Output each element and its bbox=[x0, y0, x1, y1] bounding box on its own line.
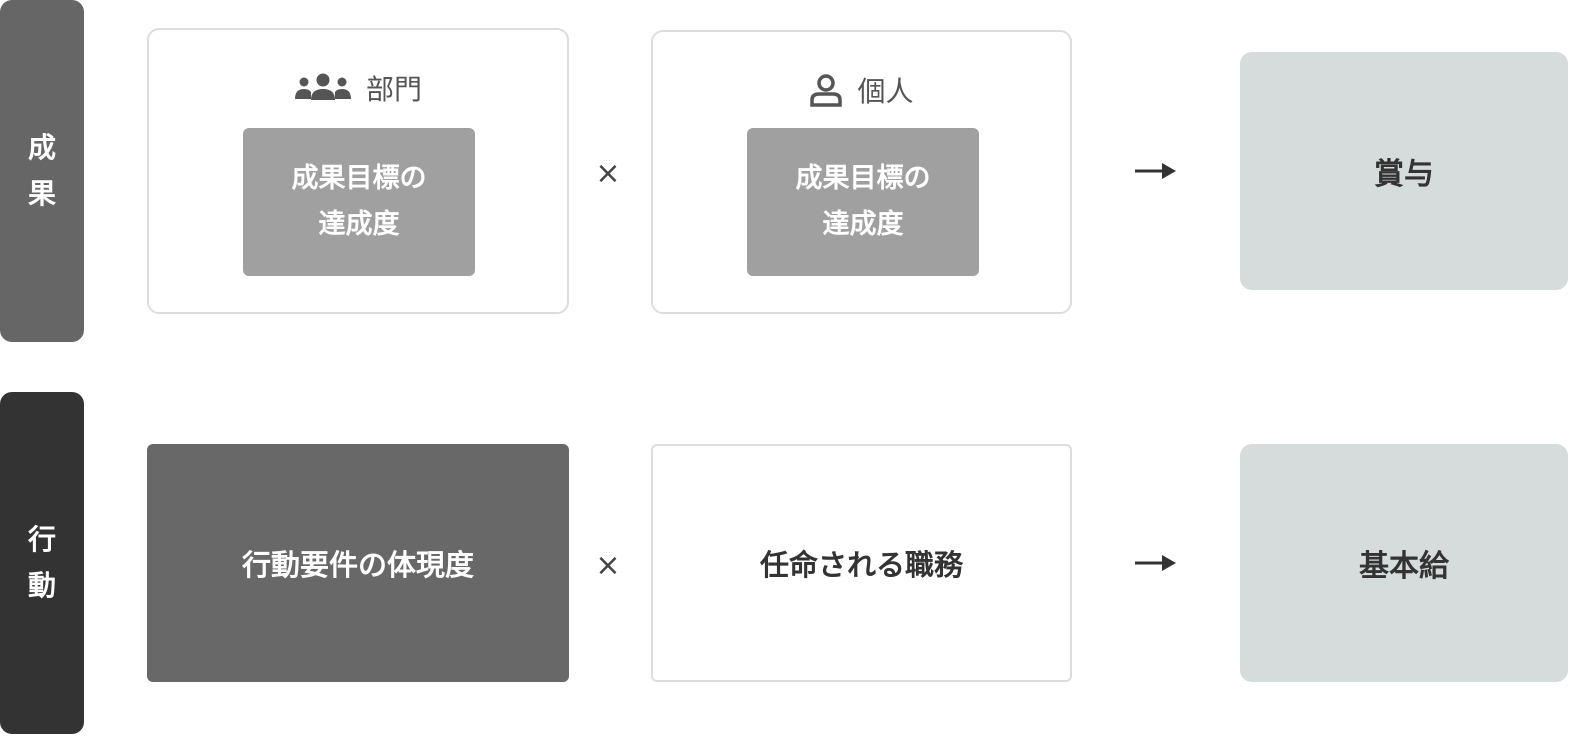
result-base-salary: 基本給 bbox=[1240, 444, 1568, 682]
individual-label: 個人 bbox=[857, 75, 914, 108]
department-metric-line2: 達成度 bbox=[318, 209, 400, 240]
department-metric-line1: 成果目標の bbox=[291, 163, 427, 194]
result-bonus-label: 賞与 bbox=[1374, 157, 1434, 192]
arrow-right-icon bbox=[1135, 553, 1177, 573]
department-label: 部門 bbox=[365, 73, 422, 106]
assigned-duty-box: 任命される職務 bbox=[651, 444, 1072, 682]
row-label-behavior-line1: 行 bbox=[27, 523, 56, 556]
result-base-salary-label: 基本給 bbox=[1359, 549, 1449, 584]
individual-metric-line1: 成果目標の bbox=[795, 163, 931, 194]
individual-heading: 個人 bbox=[653, 70, 1070, 110]
individual-metric-line2: 達成度 bbox=[822, 209, 904, 240]
department-metric-box: 成果目標の 達成度 bbox=[243, 128, 475, 276]
individual-card: 個人 成果目標の 達成度 bbox=[651, 30, 1072, 314]
arrow-right-icon bbox=[1135, 161, 1177, 181]
behavior-embodiment-label: 行動要件の体現度 bbox=[241, 548, 474, 582]
result-bonus: 賞与 bbox=[1240, 52, 1568, 290]
row-label-results-line2: 果 bbox=[27, 177, 56, 210]
behavior-embodiment-box: 行動要件の体現度 bbox=[147, 444, 569, 682]
department-card: 部門 成果目標の 達成度 bbox=[147, 28, 569, 314]
multiply-sign-row1: × bbox=[595, 156, 621, 191]
person-icon bbox=[809, 73, 843, 107]
multiply-sign-row2: × bbox=[595, 548, 621, 583]
department-heading: 部門 bbox=[149, 68, 567, 108]
assigned-duty-label: 任命される職務 bbox=[759, 548, 963, 582]
row-label-behavior: 行 動 bbox=[0, 392, 84, 734]
row-label-results-line1: 成 bbox=[27, 131, 56, 164]
individual-metric-box: 成果目標の 達成度 bbox=[747, 128, 979, 276]
group-icon bbox=[294, 72, 352, 104]
row-label-behavior-line2: 動 bbox=[27, 569, 56, 602]
row-label-results: 成 果 bbox=[0, 0, 84, 342]
